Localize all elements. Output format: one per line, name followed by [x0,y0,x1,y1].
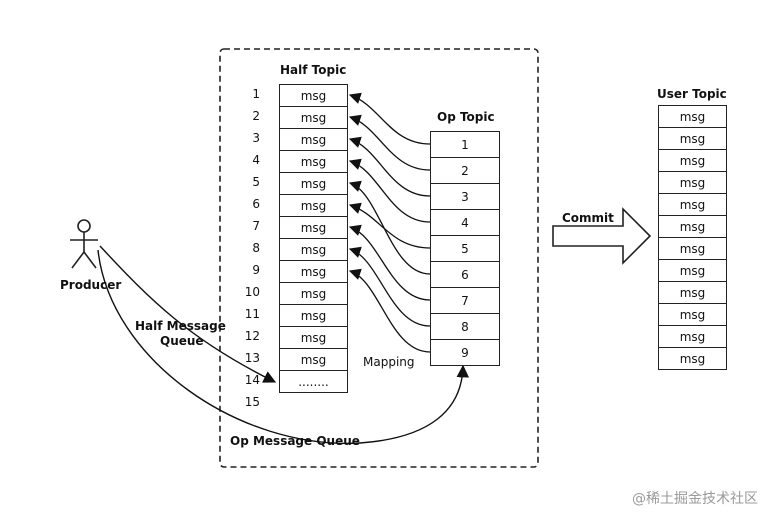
half-topic-cell: msg [279,194,348,217]
half-topic-index: 4 [252,153,260,167]
op-topic-cell: 8 [430,313,500,340]
op-topic-cell: 6 [430,261,500,288]
half-topic-cell: msg [279,172,348,195]
producer-icon [70,219,98,269]
half-topic-cell: msg [279,238,348,261]
half-topic-cell: msg [279,348,348,371]
producer-label: Producer [60,278,122,292]
half-topic-index: 1 [252,87,260,101]
half-topic-index: 7 [252,219,260,233]
half-topic-cell: msg [279,128,348,151]
half-topic-cell: msg [279,150,348,173]
half-topic-cell: ........ [279,370,348,393]
half-topic-index: 5 [252,175,260,189]
user-topic-cell: msg [658,237,727,260]
half-topic-title: Half Topic [280,63,347,77]
user-topic-cell: msg [658,193,727,216]
user-topic-cell: msg [658,325,727,348]
half-topic-cell: msg [279,84,348,107]
op-topic-cell: 9 [430,339,500,366]
mapping-arrow [348,158,431,223]
half-topic-cell: msg [279,216,348,239]
half-topic-cell: msg [279,326,348,349]
half-topic-index: 2 [252,109,260,123]
half-topic-index: 14 [244,373,260,387]
half-topic-cell: msg [279,260,348,283]
mapping-arrow [348,180,431,275]
mapping-arrow [348,224,431,301]
half-topic-index: 9 [252,263,260,277]
half-topic-index: 11 [244,307,260,321]
mapping-label: Mapping [363,355,415,369]
half-message-queue-label-line2: Queue [160,334,204,348]
half-topic-index: 13 [244,351,260,365]
op-topic-cell: 7 [430,287,500,314]
user-topic-cell: msg [658,281,727,304]
half-topic-index: 3 [252,131,260,145]
half-topic-index: 15 [244,395,260,409]
half-topic-index: 10 [244,285,260,299]
user-topic-cell: msg [658,149,727,172]
op-topic-cell: 4 [430,209,500,236]
op-topic-cell: 1 [430,131,500,158]
half-topic-cell: msg [279,106,348,129]
half-topic-cell: msg [279,304,348,327]
user-topic-cell: msg [658,171,727,194]
half-topic-index: 6 [252,197,260,211]
user-topic-cell: msg [658,259,727,282]
half-message-queue-flow [99,245,277,383]
half-topic-index: 8 [252,241,260,255]
user-topic-cell: msg [658,303,727,326]
watermark: @稀土掘金技术社区 [632,491,758,507]
mapping-arrow [348,92,431,145]
op-topic-cell: 5 [430,235,500,262]
user-topic-title: User Topic [657,87,727,101]
mapping-arrow [348,136,431,197]
op-topic-cell: 2 [430,157,500,184]
mapping-arrow [348,246,431,327]
op-message-queue-flow [97,249,470,445]
user-topic-cell: msg [658,347,727,370]
user-topic-cell: msg [658,105,727,128]
mapping-links [348,92,431,353]
user-topic-cell: msg [658,215,727,238]
half-topic-index: 12 [244,329,260,343]
user-topic-cell: msg [658,127,727,150]
commit-arrow [552,207,652,265]
transaction-boundary [219,48,539,468]
op-topic-cell: 3 [430,183,500,210]
op-message-queue-label: Op Message Queue [230,434,360,448]
mapping-arrow [348,268,431,353]
half-message-queue-label-line1: Half Message [135,319,226,333]
half-topic-cell: msg [279,282,348,305]
mapping-arrow [348,202,431,249]
mapping-arrow [348,114,431,171]
op-topic-title: Op Topic [437,110,495,124]
commit-label: Commit [562,211,614,225]
